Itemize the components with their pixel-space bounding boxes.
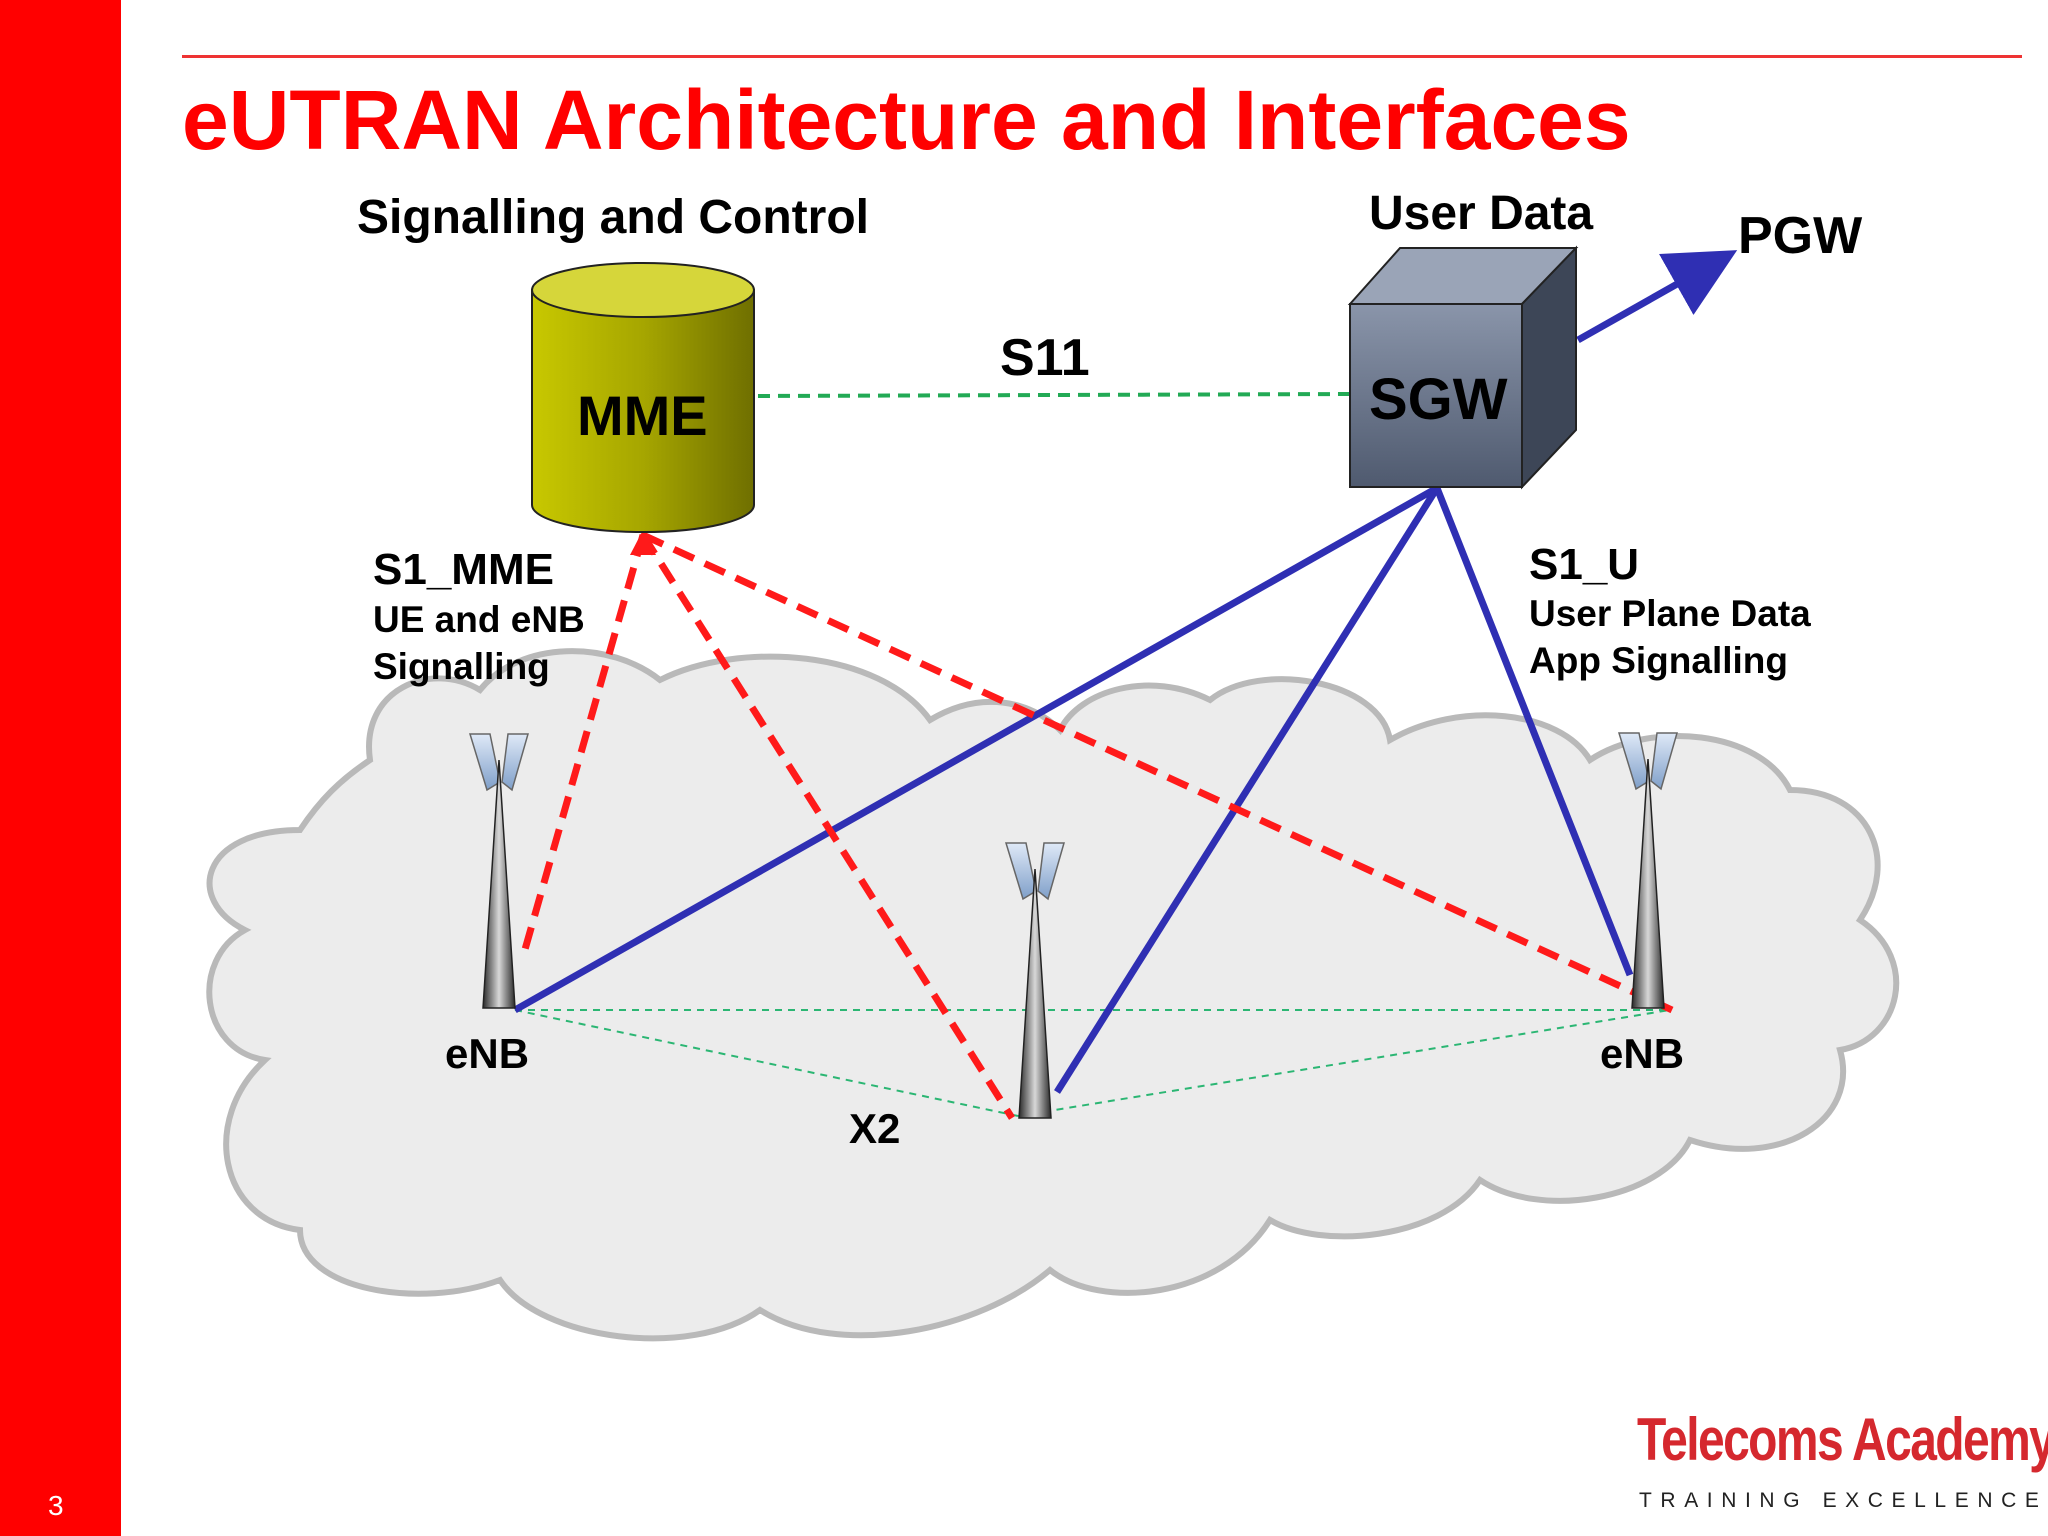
sgw-label: SGW <box>1369 367 1508 432</box>
title-divider <box>182 55 2022 58</box>
enb-center-tower-icon <box>1004 842 1065 1119</box>
enb-right-tower-icon <box>1617 732 1678 1009</box>
s1-mme-desc-line1: UE and eNB <box>373 599 585 640</box>
mme-node <box>531 262 755 533</box>
s1-u-links <box>513 484 1634 1094</box>
s11-label: S11 <box>1000 329 1090 387</box>
s1-mme-label: S1_MME <box>373 545 554 594</box>
s1-mme-arrowhead <box>630 530 656 555</box>
s1-u-desc-line2: App Signalling <box>1529 640 1788 681</box>
enb-left-label: eNB <box>445 1030 530 1077</box>
mme-label: MME <box>577 384 708 447</box>
s1-u-desc-line1: User Plane Data <box>1529 593 1811 634</box>
s1-u-label: S1_U <box>1529 540 1640 589</box>
s1-mme-desc-line2: Signalling <box>373 646 550 687</box>
telecoms-academy-logo: Telecoms Academy TRAINING EXCELLENCE <box>1637 1405 2048 1512</box>
logo-tagline: TRAINING EXCELLENCE <box>1639 1489 2048 1512</box>
logo-name: Telecoms Academy <box>1637 1406 2048 1473</box>
x2-label: X2 <box>849 1105 901 1152</box>
user-data-heading: User Data <box>1369 187 1594 240</box>
enb-left-tower-icon <box>468 733 529 1009</box>
network-cloud <box>206 648 1900 1342</box>
signalling-control-heading: Signalling and Control <box>357 191 869 244</box>
pgw-label: PGW <box>1738 207 1863 265</box>
slide-title: eUTRAN Architecture and Interfaces <box>182 73 1631 167</box>
red-sidebar <box>0 0 121 1536</box>
pgw-arrow <box>1576 250 1738 344</box>
slide-number: 3 <box>48 1490 64 1521</box>
x2-links <box>514 1009 1671 1117</box>
s11-link <box>757 392 1351 398</box>
enb-right-label: eNB <box>1600 1030 1685 1077</box>
sgw-node <box>1347 245 1579 490</box>
s1-mme-links <box>518 531 1674 1120</box>
